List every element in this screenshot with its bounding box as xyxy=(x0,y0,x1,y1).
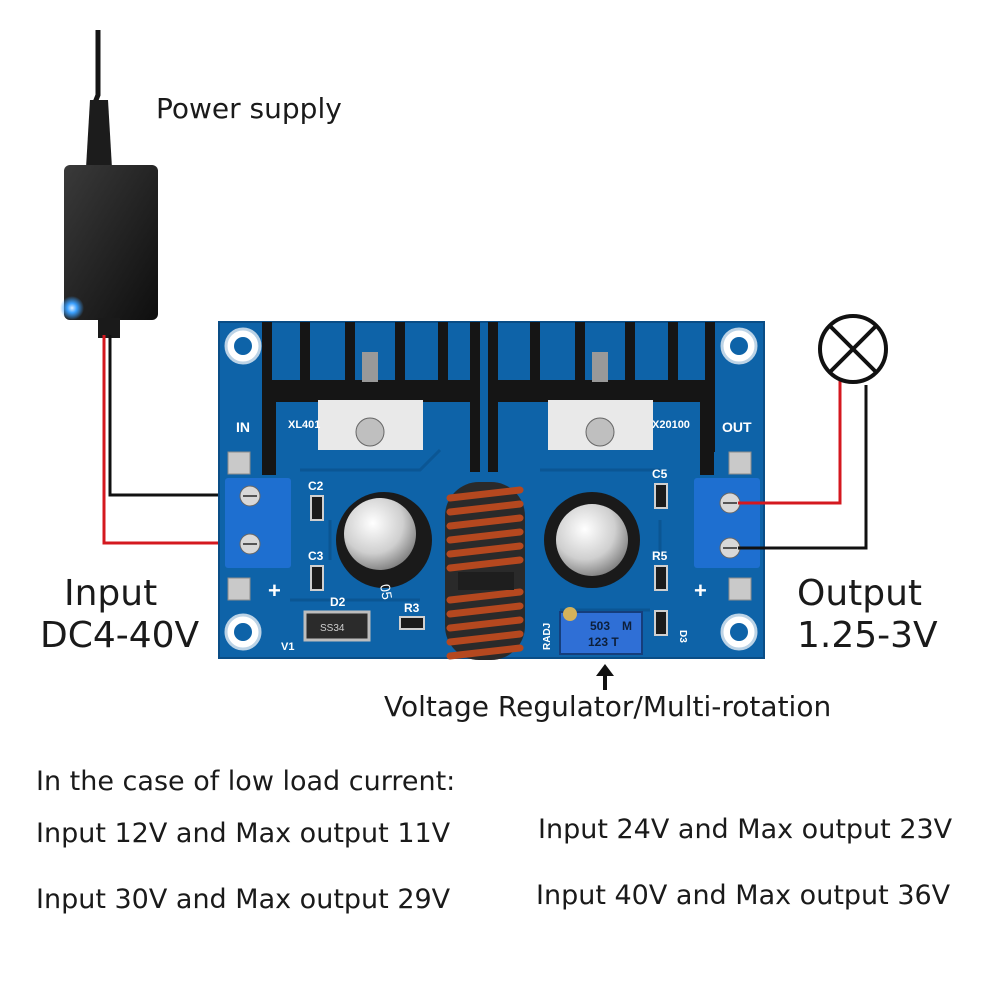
radj-label: RADJ xyxy=(542,623,553,650)
inductor-coil xyxy=(445,482,525,660)
ref-c3: C3 xyxy=(308,549,324,563)
input-wire-red xyxy=(102,335,238,545)
output-terminal-block xyxy=(694,478,760,568)
power-supply-adapter xyxy=(60,30,158,338)
ref-r5: R5 xyxy=(652,549,668,563)
ref-c5: C5 xyxy=(652,467,668,481)
cable-strain-relief xyxy=(86,100,112,168)
input-title: Input xyxy=(64,573,158,614)
pot-marking-letter: M xyxy=(622,619,632,633)
spec-row: Input 40V and Max output 36V xyxy=(536,880,951,911)
chip-label-left: XL401 xyxy=(288,419,320,431)
plus-out: + xyxy=(694,578,707,603)
output-title: Output xyxy=(797,573,923,614)
specs-heading: In the case of low load current: xyxy=(36,766,456,797)
cap-marking: 05 xyxy=(377,583,395,601)
chip-label-right: X20100 xyxy=(652,419,690,431)
adapter-plug xyxy=(98,318,120,338)
output-range: 1.25-3V xyxy=(797,615,938,656)
board-out-label: OUT xyxy=(722,419,752,435)
capacitor-input xyxy=(336,492,432,588)
output-wire-red xyxy=(738,378,842,505)
plus-in: + xyxy=(268,578,281,603)
power-supply-label: Power supply xyxy=(156,92,342,125)
input-terminal-block xyxy=(225,478,291,568)
ref-v1: V1 xyxy=(281,641,294,653)
diode-d2 xyxy=(303,610,371,642)
spec-row: Input 12V and Max output 11V xyxy=(36,818,451,849)
potentiometer xyxy=(559,607,643,655)
spec-row: Input 30V and Max output 29V xyxy=(36,884,451,915)
ref-r3: R3 xyxy=(404,601,420,615)
board-in-label: IN xyxy=(236,419,250,435)
output-wire-black xyxy=(738,385,868,550)
input-wire-black xyxy=(108,335,238,497)
heatsink-left xyxy=(262,322,480,475)
diode-marking: SS34 xyxy=(320,623,345,634)
pot-marking-2: 123 T xyxy=(588,635,619,649)
heatsink-right xyxy=(488,322,715,475)
ref-d2: D2 xyxy=(330,595,346,609)
ref-c2: C2 xyxy=(308,479,324,493)
arrow-up-icon xyxy=(596,664,614,690)
ref-d3: D3 xyxy=(677,630,688,643)
regulator-chip-left xyxy=(318,352,423,450)
regulator-label: Voltage Regulator/Multi-rotation xyxy=(384,690,832,723)
smd-components xyxy=(310,483,668,636)
spec-row: Input 24V and Max output 23V xyxy=(538,814,953,845)
regulator-chip-right xyxy=(548,352,653,450)
capacitor-output xyxy=(544,492,640,588)
pot-marking-1: 503 xyxy=(590,619,610,633)
input-range: DC4-40V xyxy=(40,615,200,656)
lamp-x-icon xyxy=(818,314,888,384)
power-led xyxy=(60,296,84,320)
mounting-hole xyxy=(224,327,758,651)
